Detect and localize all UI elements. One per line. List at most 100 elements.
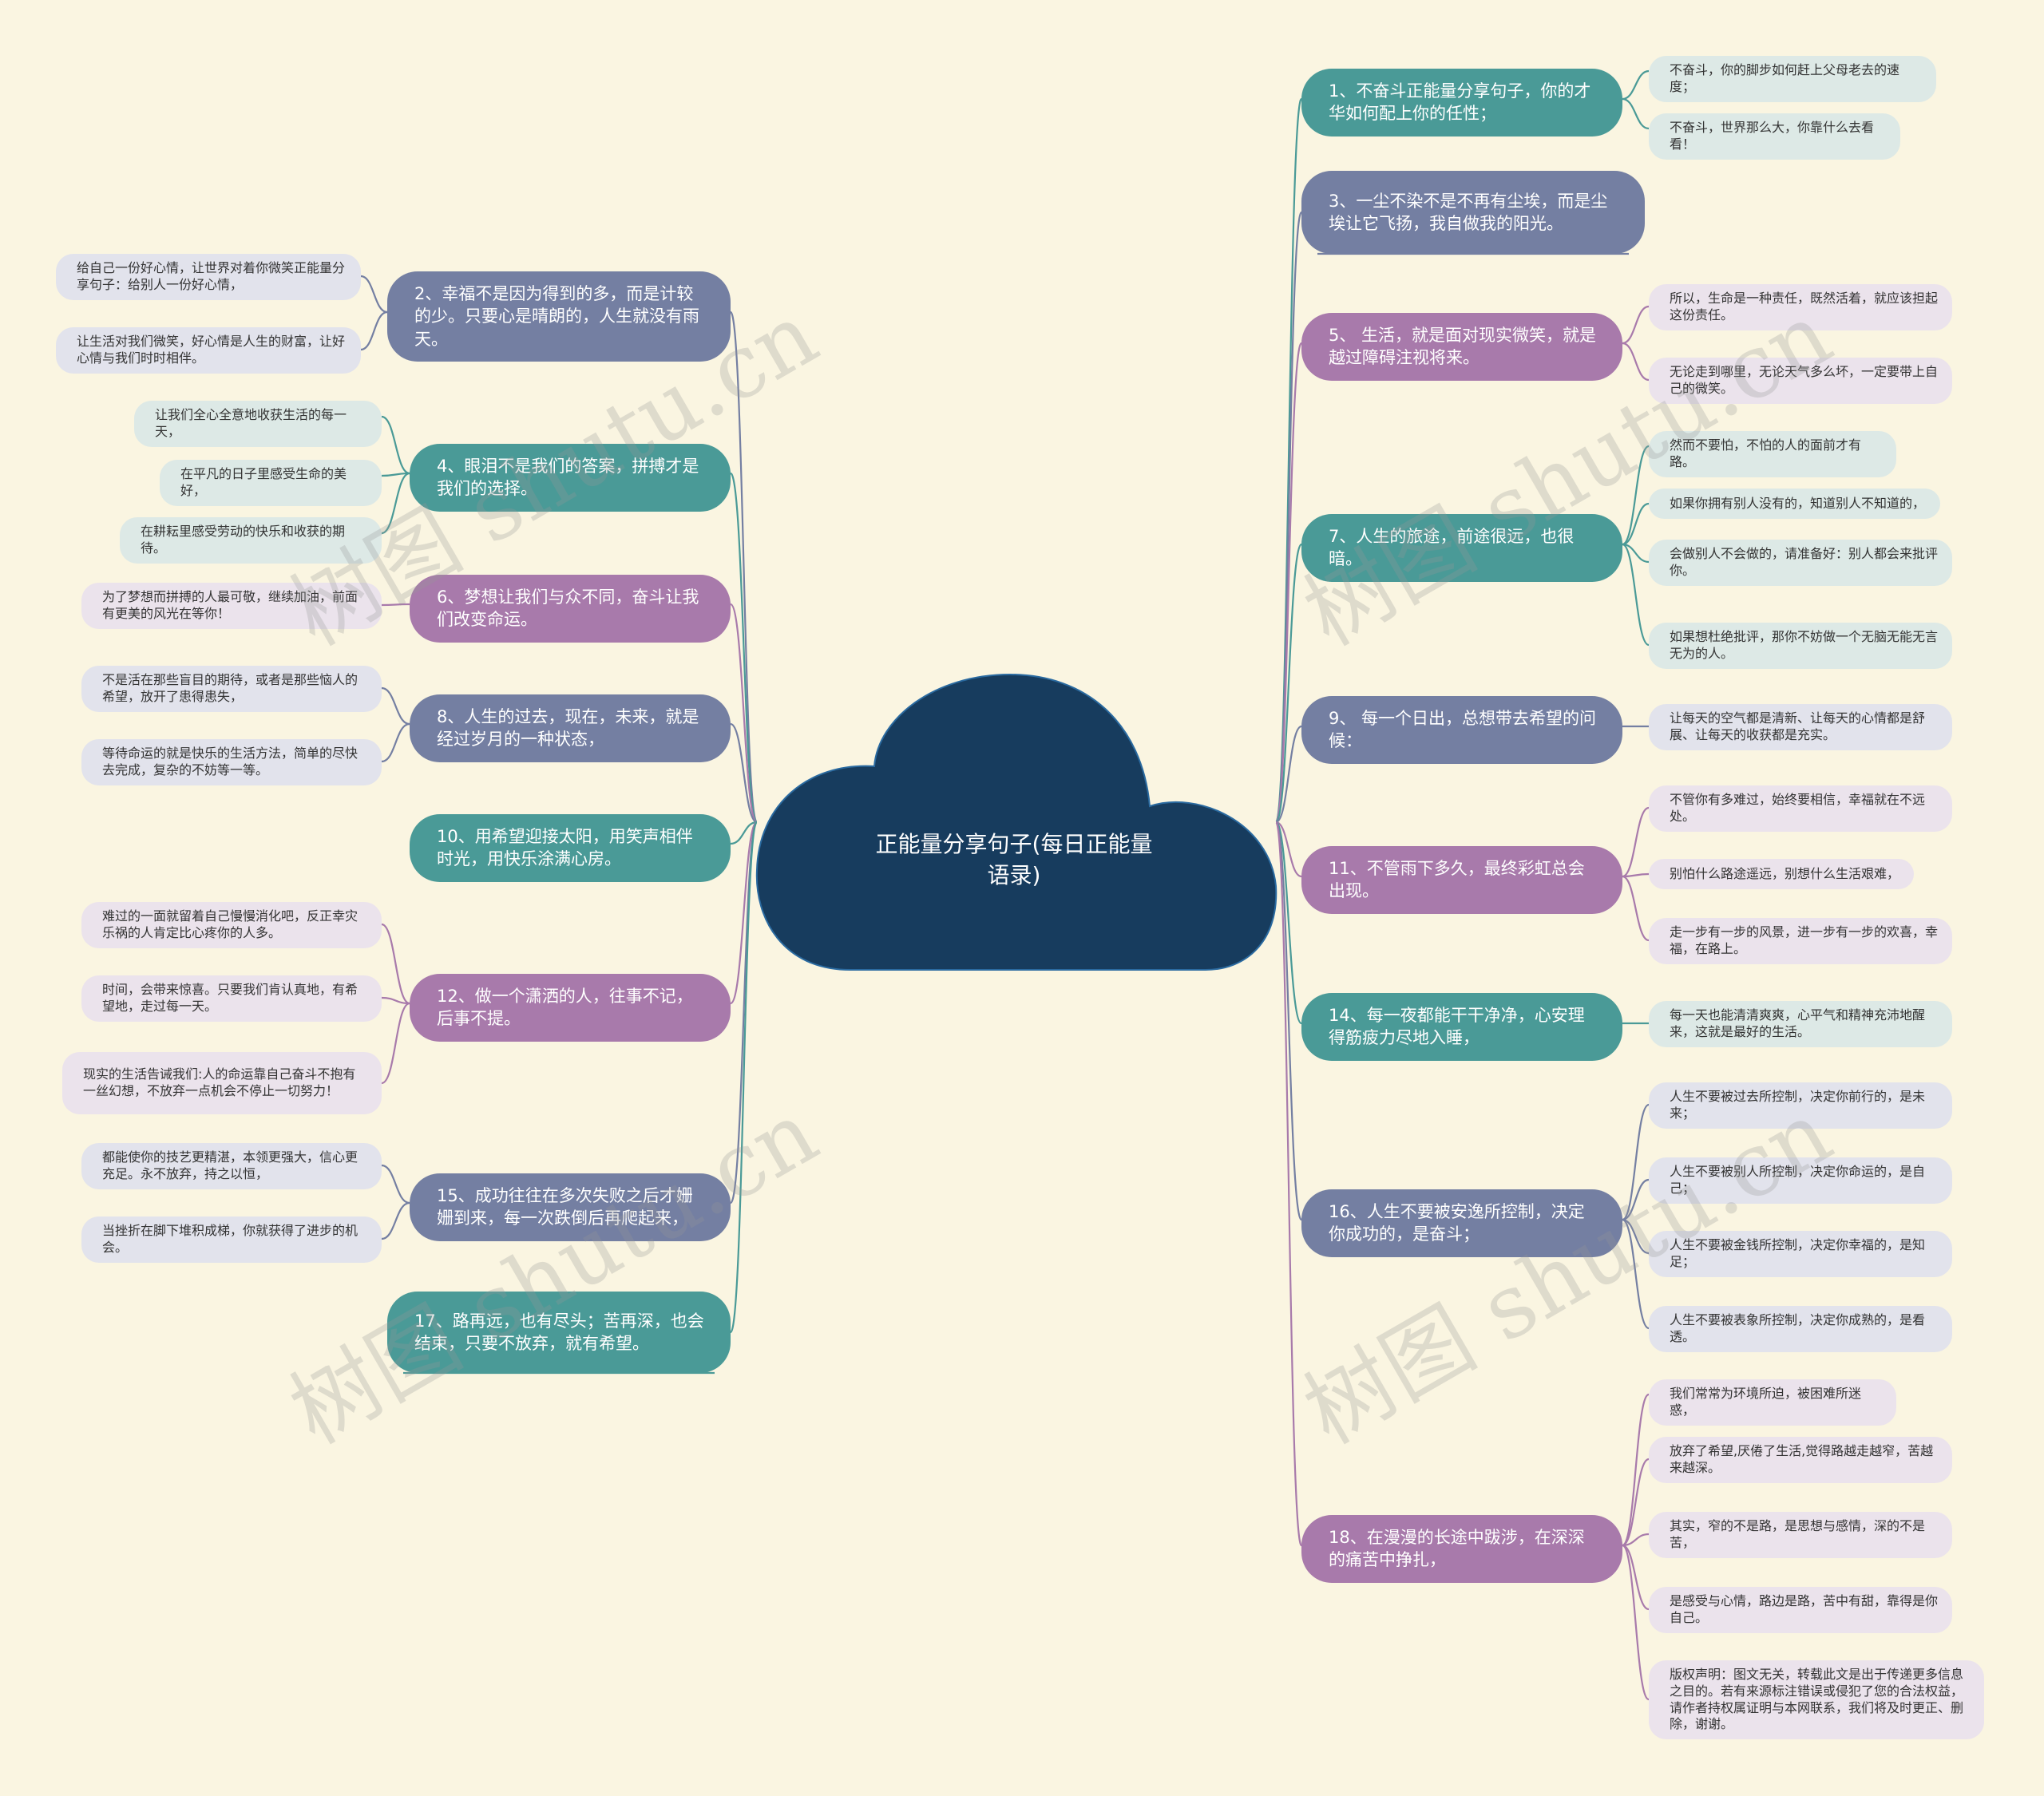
left-leaf-node[interactable]: 不是活在那些盲目的期待，或者是那些恼人的希望，放开了患得患失， (81, 666, 382, 712)
root-cloud[interactable] (755, 673, 1278, 971)
right-leaf-node[interactable]: 我们常常为环境所迫，被困难所迷惑， (1649, 1379, 1896, 1426)
right-leaf-node-text: 是感受与心情，路边是路，苦中有甜，靠得是你自己。 (1670, 1593, 1939, 1625)
left-branch-node[interactable]: 4、眼泪不是我们的答案，拼搏才是我们的选择。 (410, 444, 731, 512)
connector-line (729, 603, 759, 824)
right-leaf-node[interactable]: 不奋斗，世界那么大，你靠什么去看看！ (1649, 113, 1900, 160)
right-branch-node[interactable]: 7、人生的旅途，前途很远，也很暗。 (1301, 514, 1622, 582)
left-leaf-node-text: 现实的生活告诫我们:人的命运靠自己奋斗不抱有一丝幻想，不放弃一点机会不停止一切努… (83, 1066, 356, 1098)
right-leaf-node[interactable]: 不管你有多难过，始终要相信，幸福就在不远处。 (1649, 785, 1952, 832)
right-leaf-node[interactable]: 人生不要被金钱所控制，决定你幸福的，是知足； (1649, 1231, 1952, 1277)
right-leaf-node[interactable]: 如果你拥有别人没有的，知道别人不知道的， (1649, 489, 1940, 519)
right-leaf-node-text: 如果你拥有别人没有的，知道别人不知道的， (1670, 495, 1926, 511)
left-leaf-node[interactable]: 难过的一面就留着自己慢慢消化吧，反正幸灾乐祸的人肯定比心疼你的人多。 (81, 902, 382, 948)
right-leaf-node[interactable]: 所以，生命是一种责任，既然活着，就应该担起这份责任。 (1649, 284, 1952, 330)
right-leaf-node[interactable]: 其实，窄的不是路，是思想与感情，深的不是苦， (1649, 1512, 1952, 1558)
connector-line (1622, 445, 1650, 546)
connector-line (381, 1002, 410, 1085)
right-leaf-node-text: 别怕什么路途遥远，别想什么生活艰难， (1670, 865, 1900, 881)
right-branch-node[interactable]: 9、 每一个日出，总想带去希望的问候： (1301, 696, 1622, 764)
right-leaf-node-text: 不奋斗，你的脚步如何赶上父母老去的速度； (1670, 62, 1900, 94)
left-leaf-node[interactable]: 等待命运的就是快乐的生活方法，简单的尽快去完成，复杂的不妨等一等。 (81, 739, 382, 785)
connector-line (1622, 872, 1650, 878)
left-branch-node[interactable]: 15、成功往往在多次失败之后才姗姗到来，每一次跌倒后再爬起来， (410, 1173, 731, 1241)
left-leaf-node-text: 难过的一面就留着自己慢慢消化吧，反正幸灾乐祸的人肯定比心疼你的人多。 (102, 908, 358, 940)
connector-line (729, 472, 759, 824)
left-leaf-node[interactable]: 为了梦想而拼搏的人最可敬，继续加油，前面有更美的风光在等你！ (81, 583, 382, 629)
left-leaf-node[interactable]: 让我们全心全意地收获生活的每一天， (134, 401, 382, 447)
connector-line (1622, 1178, 1650, 1221)
right-branch-node[interactable]: 18、在漫漫的长途中跋涉，在深深的痛苦中挣扎， (1301, 1515, 1622, 1583)
right-leaf-node[interactable]: 走一步有一步的风景，进一步有一步的欢喜，幸福，在路上。 (1649, 918, 1952, 964)
left-leaf-node[interactable]: 都能使你的技艺更精湛，本领更强大，信心更充足。永不放弃，持之以恒， (81, 1143, 382, 1189)
right-leaf-node[interactable]: 不奋斗，你的脚步如何赶上父母老去的速度； (1649, 56, 1936, 102)
right-leaf-node[interactable]: 会做别人不会做的，请准备好：别人都会来批评你。 (1649, 540, 1952, 586)
left-branch-node[interactable]: 10、用希望迎接太阳，用笑声相伴时光，用快乐涂满心房。 (410, 814, 731, 882)
connector-line (381, 996, 410, 1005)
right-leaf-node[interactable]: 如果想杜绝批评，那你不妨做一个无脑无能无言无为的人。 (1649, 623, 1952, 669)
right-branch-node[interactable]: 5、 生活，就是面对现实微笑，就是越过障碍注视将来。 (1301, 313, 1622, 381)
right-leaf-node[interactable]: 是感受与心情，路边是路，苦中有甜，靠得是你自己。 (1649, 1587, 1952, 1633)
right-leaf-node-text: 如果想杜绝批评，那你不妨做一个无脑无能无言无为的人。 (1670, 629, 1939, 661)
left-leaf-node[interactable]: 让生活对我们微笑，好心情是人生的财富，让好心情与我们时时相伴。 (56, 327, 361, 374)
connector-line (1274, 342, 1303, 824)
left-leaf-node-text: 不是活在那些盲目的期待，或者是那些恼人的希望，放开了患得患失， (102, 672, 358, 704)
right-leaf-node[interactable]: 人生不要被过去所控制，决定你前行的，是未来； (1649, 1082, 1952, 1129)
right-leaf-node[interactable]: 放弃了希望,厌倦了生活,觉得路越走越窄，苦越来越深。 (1649, 1437, 1952, 1483)
connector-line (729, 821, 759, 1334)
right-branch-node-text: 18、在漫漫的长途中跋涉，在深深的痛苦中挣扎， (1329, 1528, 1585, 1570)
right-leaf-node-text: 版权声明：图文无关，转载此文是出于传递更多信息之目的。若有来源标注错误或侵犯了您… (1670, 1667, 1964, 1732)
left-branch-node[interactable]: 17、路再远，也有尽头；苦再深，也会结束，只要不放弃，就有希望。 (387, 1292, 731, 1373)
left-branch-node[interactable]: 6、梦想让我们与众不同，奋斗让我们改变命运。 (410, 575, 731, 643)
right-leaf-node[interactable]: 然而不要怕，不怕的人的面前才有路。 (1649, 431, 1896, 477)
right-branch-node[interactable]: 14、每一夜都能干干净净，心安理得筋疲力尽地入睡， (1301, 993, 1622, 1061)
connector-line (1622, 305, 1650, 345)
left-branch-node-text: 17、路再远，也有尽头；苦再深，也会结束，只要不放弃，就有希望。 (414, 1311, 704, 1353)
right-leaf-node[interactable]: 每一天也能清清爽爽，心平气和精神充沛地醒来，这就是最好的生活。 (1649, 1001, 1952, 1047)
left-branch-node[interactable]: 8、人生的过去，现在，未来，就是经过岁月的一种状态， (410, 694, 731, 762)
right-leaf-node-text: 所以，生命是一种责任，既然活着，就应该担起这份责任。 (1670, 291, 1939, 322)
connector-line (381, 923, 410, 1005)
right-leaf-node[interactable]: 别怕什么路途遥远，别想什么生活艰难， (1649, 859, 1914, 889)
connector-line (1622, 543, 1650, 647)
left-leaf-node[interactable]: 时间，会带来惊喜。只要我们肯认真地，有希望地，走过每一天。 (81, 975, 382, 1022)
left-leaf-node-text: 在耕耘里感受劳动的快乐和收获的期待。 (141, 524, 346, 556)
left-leaf-node[interactable]: 当挫折在脚下堆积成梯，你就获得了进步的机会。 (81, 1216, 382, 1263)
right-branch-node[interactable]: 3、一尘不染不是不再有尘埃，而是尘埃让它飞扬，我自做我的阳光。 (1301, 171, 1645, 254)
right-branch-node[interactable]: 1、不奋斗正能量分享句子，你的才华如何配上你的任性； (1301, 69, 1622, 136)
right-branch-node[interactable]: 11、不管雨下多久，最终彩虹总会出现。 (1301, 846, 1622, 914)
left-branch-node[interactable]: 12、做一个潇洒的人，往事不记，后事不提。 (410, 974, 731, 1042)
connector-line (1275, 725, 1302, 824)
connector-line (1622, 1218, 1650, 1330)
right-leaf-node-text: 走一步有一步的风景，进一步有一步的欢喜，幸福，在路上。 (1670, 924, 1939, 956)
right-leaf-node[interactable]: 无论走到哪里，无论天气多么坏，一定要带上自己的微笑。 (1649, 358, 1952, 404)
right-branch-node-text: 9、 每一个日出，总想带去希望的问候： (1329, 709, 1597, 751)
connector-line (1622, 1103, 1650, 1221)
right-leaf-node-text: 每一天也能清清爽爽，心平气和精神充沛地醒来，这就是最好的生活。 (1670, 1007, 1926, 1039)
left-branch-node-text: 4、眼泪不是我们的答案，拼搏才是我们的选择。 (437, 457, 699, 499)
left-leaf-node[interactable]: 给自己一份好心情，让世界对着你微笑正能量分享句子：给别人一份好心情， (56, 254, 361, 300)
right-branch-node-text: 3、一尘不染不是不再有尘埃，而是尘埃让它飞扬，我自做我的阳光。 (1329, 191, 1608, 233)
left-leaf-node[interactable]: 在平凡的日子里感受生命的美好， (160, 460, 382, 506)
right-leaf-node[interactable]: 人生不要被别人所控制，决定你命运的，是自己； (1649, 1157, 1952, 1204)
left-branch-node-text: 2、幸福不是因为得到的多，而是计较的少。只要心是晴朗的，人生就没有雨天。 (414, 284, 699, 349)
connector-line (730, 722, 758, 824)
right-leaf-node-text: 人生不要被表象所控制，决定你成熟的，是看透。 (1670, 1312, 1926, 1344)
left-branch-node[interactable]: 2、幸福不是因为得到的多，而是计较的少。只要心是晴朗的，人生就没有雨天。 (387, 271, 731, 362)
left-branch-node-text: 8、人生的过去，现在，未来，就是经过岁月的一种状态， (437, 707, 699, 750)
left-leaf-node[interactable]: 在耕耘里感受劳动的快乐和收获的期待。 (120, 517, 382, 564)
right-leaf-node-text: 我们常常为环境所迫，被困难所迷惑， (1670, 1386, 1862, 1418)
left-leaf-node[interactable]: 现实的生活告诫我们:人的命运靠自己奋斗不抱有一丝幻想，不放弃一点机会不停止一切努… (62, 1052, 382, 1114)
connector-line (381, 722, 410, 763)
left-leaf-node-text: 都能使你的技艺更精湛，本领更强大，信心更充足。永不放弃，持之以恒， (102, 1149, 358, 1181)
right-leaf-node[interactable]: 让每天的空气都是清新、让每天的心情都是舒展、让每天的收获都是充实。 (1649, 704, 1952, 750)
connector-line (1622, 1533, 1650, 1547)
left-leaf-node-text: 在平凡的日子里感受生命的美好， (180, 466, 347, 498)
connector-line (1274, 543, 1303, 824)
right-leaf-node[interactable]: 人生不要被表象所控制，决定你成熟的，是看透。 (1649, 1306, 1952, 1352)
left-branch-node-text: 15、成功往往在多次失败之后才姗姗到来，每一次跌倒后再爬起来， (437, 1186, 693, 1228)
connector-line (381, 603, 410, 607)
connector-line (1275, 821, 1302, 878)
right-leaf-node[interactable]: 版权声明：图文无关，转载此文是出于传递更多信息之目的。若有来源标注错误或侵犯了您… (1649, 1660, 1984, 1740)
right-branch-node[interactable]: 16、人生不要被安逸所控制，决定你成功的，是奋斗； (1301, 1189, 1622, 1257)
right-leaf-node-text: 人生不要被金钱所控制，决定你幸福的，是知足； (1670, 1237, 1926, 1269)
